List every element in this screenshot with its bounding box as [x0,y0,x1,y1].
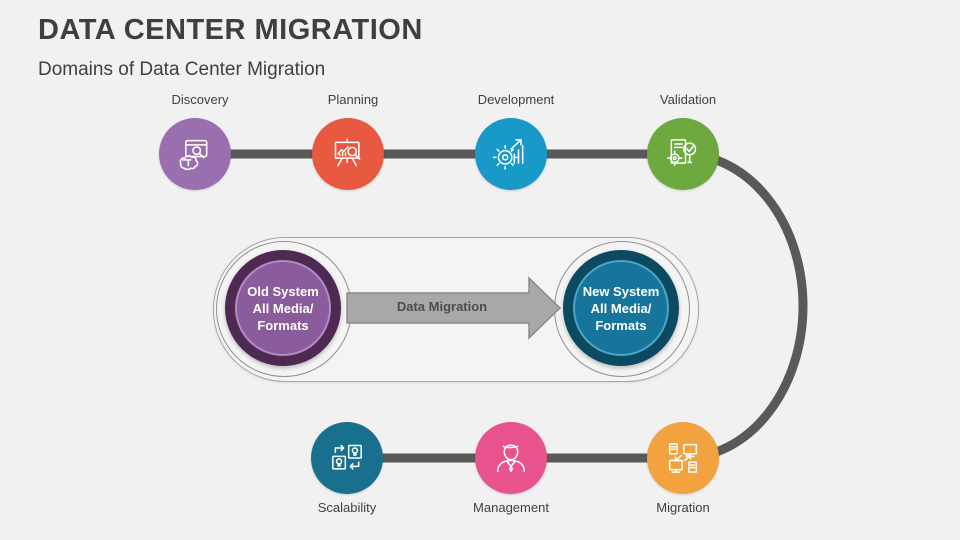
scalability-idea-exchange-icon [332,444,362,470]
migration-computers-transfer-icon [668,443,698,473]
discovery-laptop-search-brain-icon [179,139,208,171]
data-migration-arrow [346,276,562,340]
management-person-icon [496,444,526,473]
node-planning [312,118,384,190]
new-system-inner-circle: New System All Media/ Formats [573,260,669,356]
node-label-planning: Planning [327,92,379,107]
validation-document-magnifier-check-icon [666,139,697,166]
node-label-management: Management [473,500,549,515]
new-system-line2: All Media/ [590,300,652,316]
page-subtitle: Domains of Data Center Migration [38,59,326,80]
node-discovery [159,118,231,190]
old-system-line1: Old System [247,283,319,299]
node-management [475,422,547,494]
node-label-development: Development [477,92,555,107]
new-system-line3: Formats [595,317,647,333]
node-development [475,118,547,190]
planning-presentation-chart-icon [334,138,361,167]
old-system-inner-circle: Old System All Media/ Formats [235,260,331,356]
node-scalability [311,422,383,494]
node-label-discovery: Discovery [171,92,229,107]
data-migration-arrow-label: Data Migration [396,299,488,314]
node-label-validation: Validation [659,92,717,107]
development-gear-chart-icon [492,139,524,170]
old-system-circle: Old System All Media/ Formats [225,250,341,366]
page-title: DATA CENTER MIGRATION [38,14,423,46]
new-system-line1: New System [582,283,660,299]
node-validation [647,118,719,190]
node-label-migration: Migration [656,500,710,515]
new-system-circle: New System All Media/ Formats [563,250,679,366]
old-system-line2: All Media/ [252,300,314,316]
old-system-line3: Formats [257,317,309,333]
node-migration [647,422,719,494]
node-label-scalability: Scalability [317,500,377,515]
